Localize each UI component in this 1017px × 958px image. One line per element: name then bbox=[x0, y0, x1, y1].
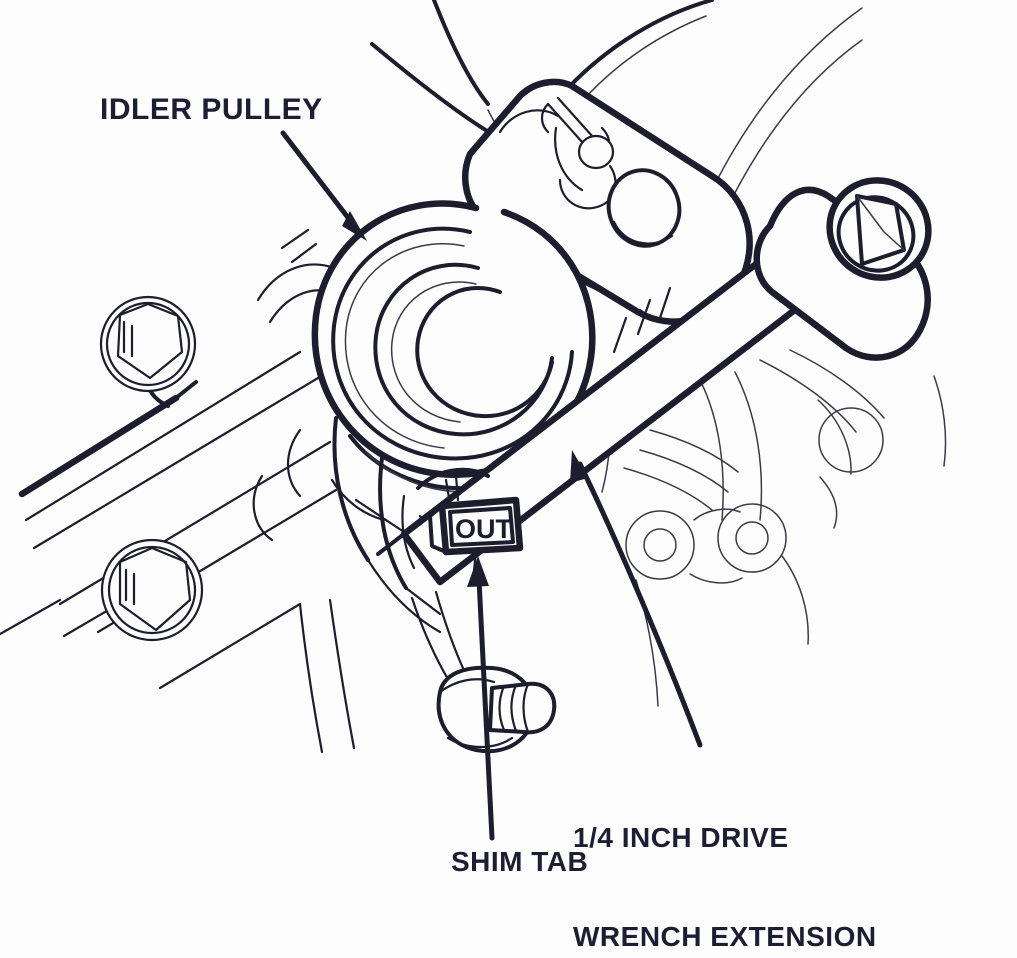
label-shim-tab: SHIM TAB bbox=[451, 846, 589, 877]
bracket-slot bbox=[540, 96, 617, 210]
label-idler-pulley: IDLER PULLEY bbox=[100, 93, 323, 126]
label-wrench-extension-line2: WRENCH EXTENSION bbox=[573, 921, 877, 953]
leader-wrench-extension bbox=[570, 450, 703, 748]
leader-shim-tab bbox=[467, 556, 495, 841]
label-wrench-extension: 1/4 INCH DRIVE WRENCH EXTENSION bbox=[573, 755, 877, 958]
shim-tab: OUT bbox=[416, 467, 524, 572]
label-wrench-extension-line1: 1/4 INCH DRIVE bbox=[573, 822, 789, 854]
leader-idler-pulley bbox=[280, 130, 367, 241]
hex-bolt-upper bbox=[99, 295, 197, 393]
hex-bolt-lower bbox=[100, 538, 204, 642]
idler-pulley bbox=[311, 200, 596, 534]
callout-leaders bbox=[280, 130, 703, 841]
shim-tab-out-stamp: OUT bbox=[455, 514, 513, 544]
threaded-stud bbox=[436, 665, 557, 754]
wrench-extension bbox=[376, 177, 932, 586]
engine-block-casting bbox=[0, 228, 338, 690]
